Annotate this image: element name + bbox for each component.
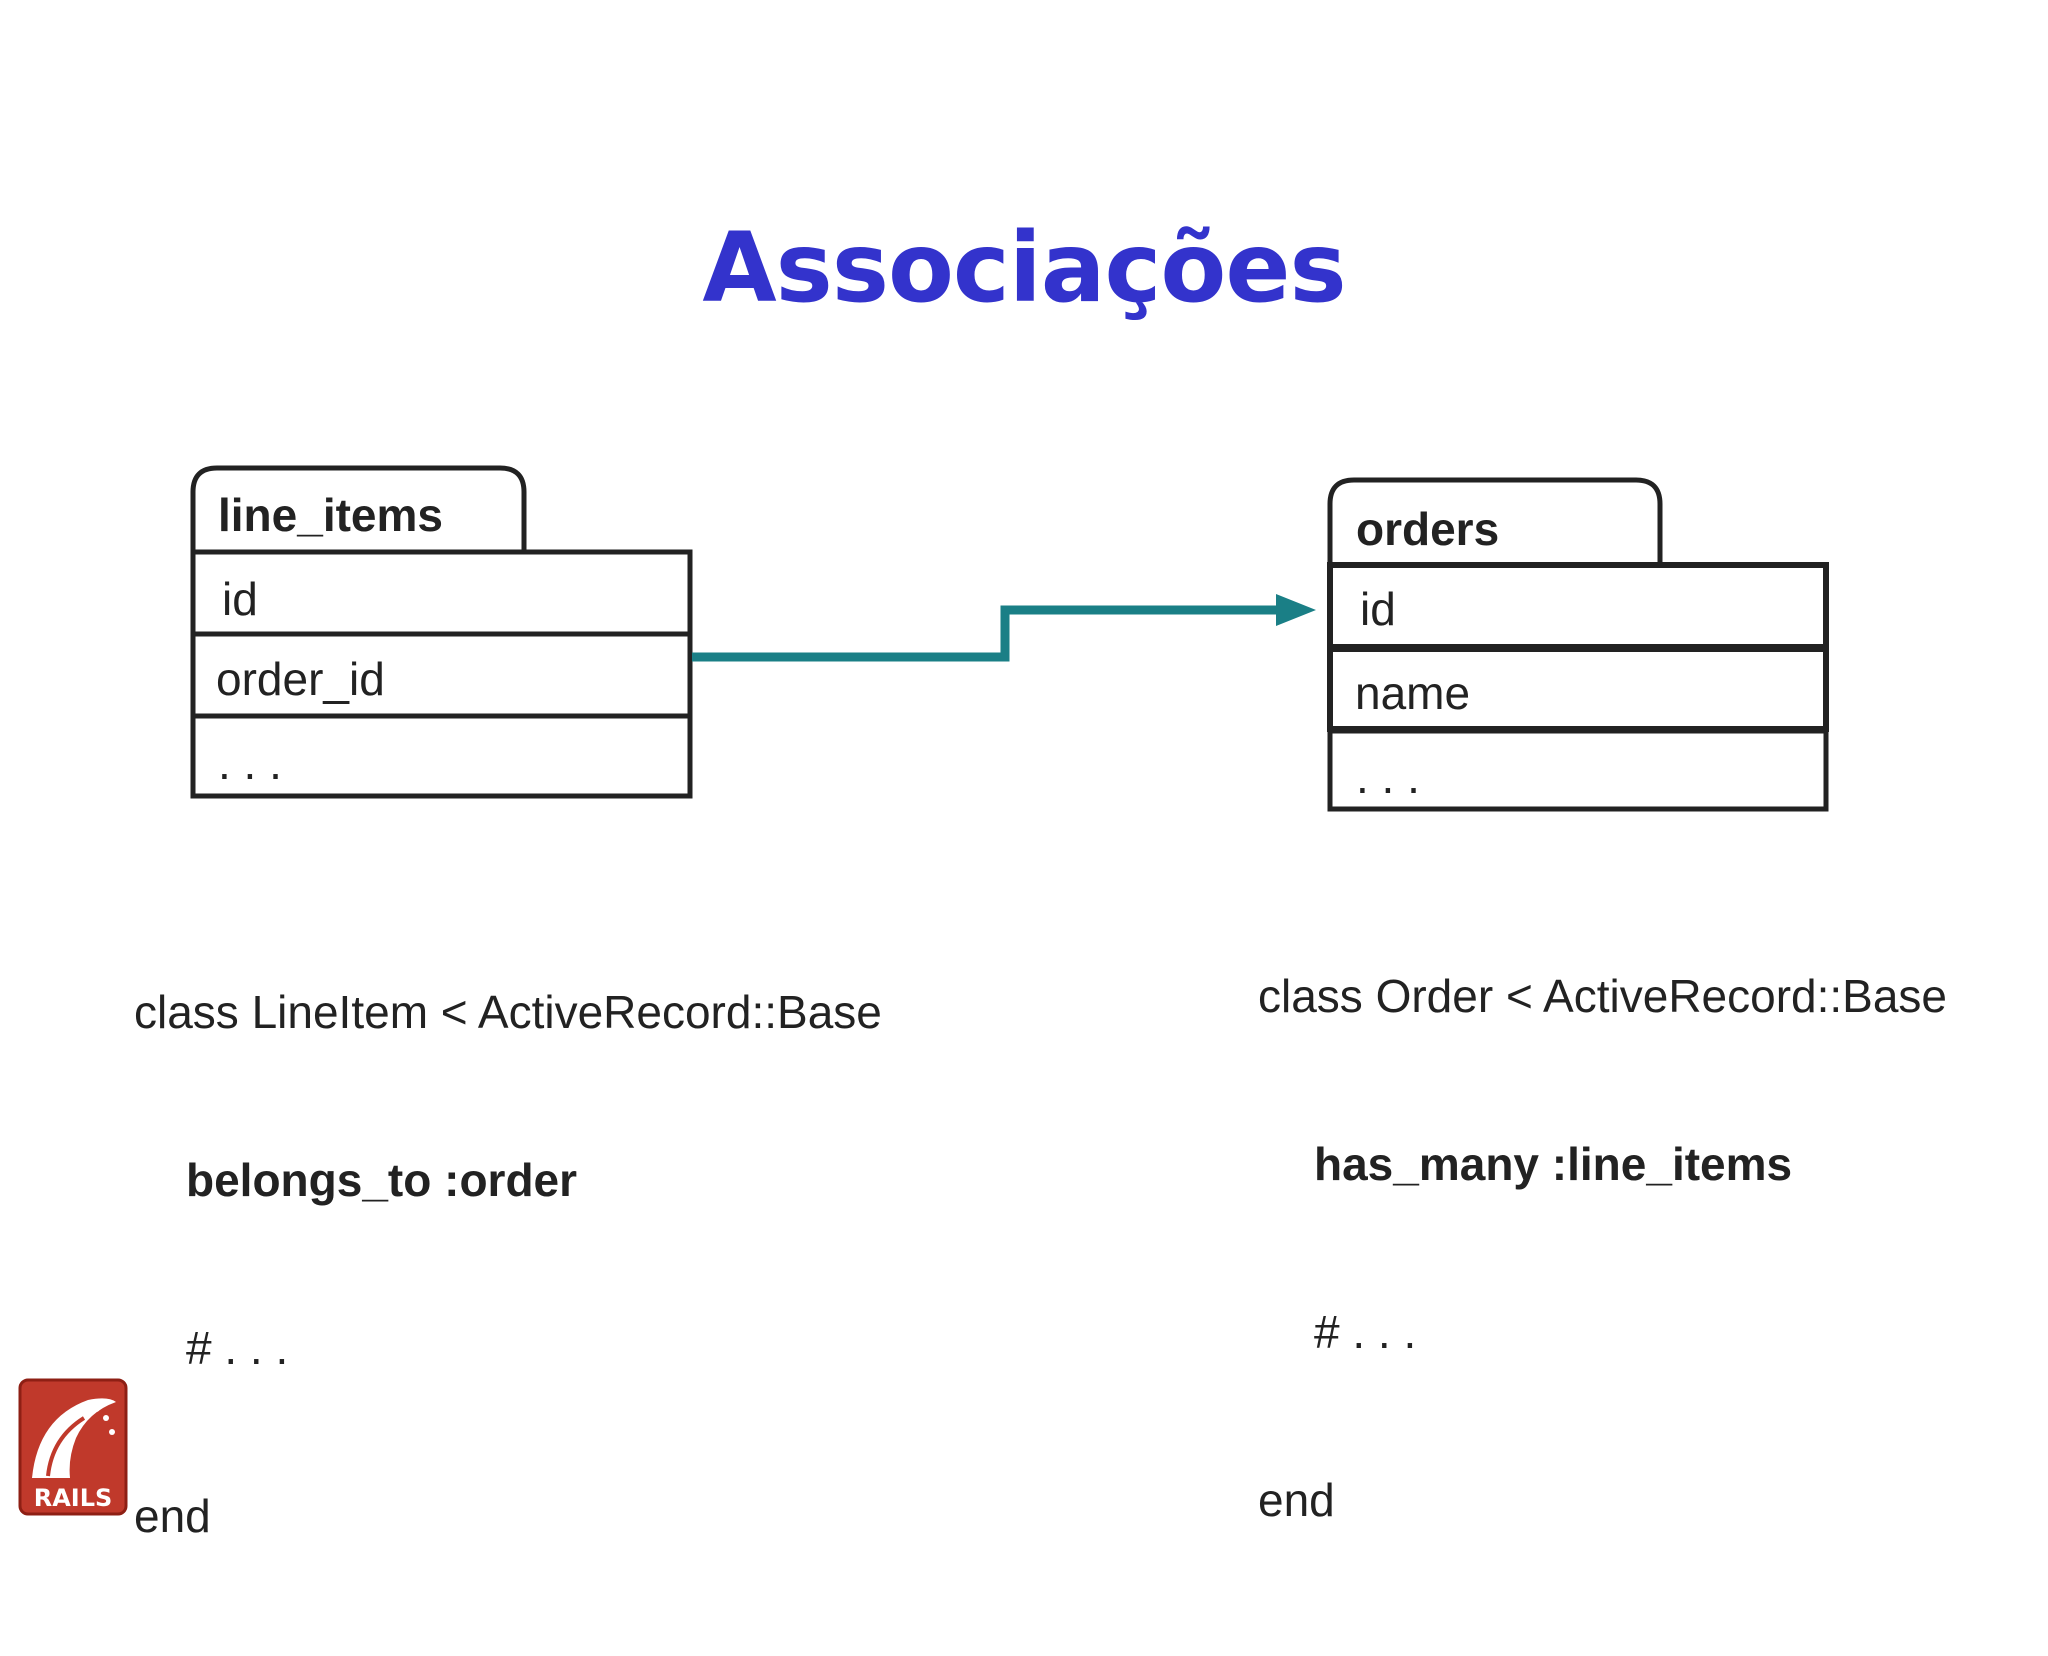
orders-table <box>1327 477 1829 812</box>
line-items-table <box>190 465 693 799</box>
code-line: end <box>134 1490 211 1542</box>
code-line: # . . . <box>1314 1306 1417 1358</box>
arrow-head-icon <box>1276 594 1316 626</box>
orders-field-more: . . . <box>1356 751 1420 803</box>
orders-tab <box>1327 477 1663 563</box>
line-items-field-more: . . . <box>218 737 282 789</box>
code-line-belongs-to: belongs_to :order <box>186 1154 578 1206</box>
line-items-field-order-id: order_id <box>216 653 385 705</box>
line-items-tab <box>190 465 527 550</box>
line-items-row-id <box>190 549 693 637</box>
orders-field-name: name <box>1355 667 1471 719</box>
order-class-code: class Order < ActiveRecord::Base has_man… <box>1258 856 1947 1640</box>
code-line: class Order < ActiveRecord::Base <box>1258 970 1948 1022</box>
code-line: end <box>1258 1474 1335 1526</box>
association-arrow <box>692 594 1316 662</box>
orders-table-name: orders <box>1356 503 1500 555</box>
code-line-has-many: has_many :line_items <box>1314 1138 1793 1190</box>
code-line: class LineItem < ActiveRecord::Base <box>134 986 882 1038</box>
line-items-row-more <box>190 713 693 799</box>
orders-row-id <box>1327 562 1829 650</box>
slide: Associações line_items id order_id . . .… <box>18 212 1947 1542</box>
orders-row-more <box>1327 728 1829 812</box>
line-item-class-code: class LineItem < ActiveRecord::Base belo… <box>134 872 882 1656</box>
slide-title: Associações <box>702 212 1346 324</box>
code-line: # . . . <box>186 1322 289 1374</box>
orders-field-id: id <box>1360 583 1396 635</box>
er-diagram <box>190 465 1829 812</box>
rails-logo-icon: RAILS <box>18 1378 128 1516</box>
rails-logo-text: RAILS <box>34 1484 113 1512</box>
line-items-table-name: line_items <box>218 489 443 541</box>
line-items-field-id: id <box>222 573 258 625</box>
